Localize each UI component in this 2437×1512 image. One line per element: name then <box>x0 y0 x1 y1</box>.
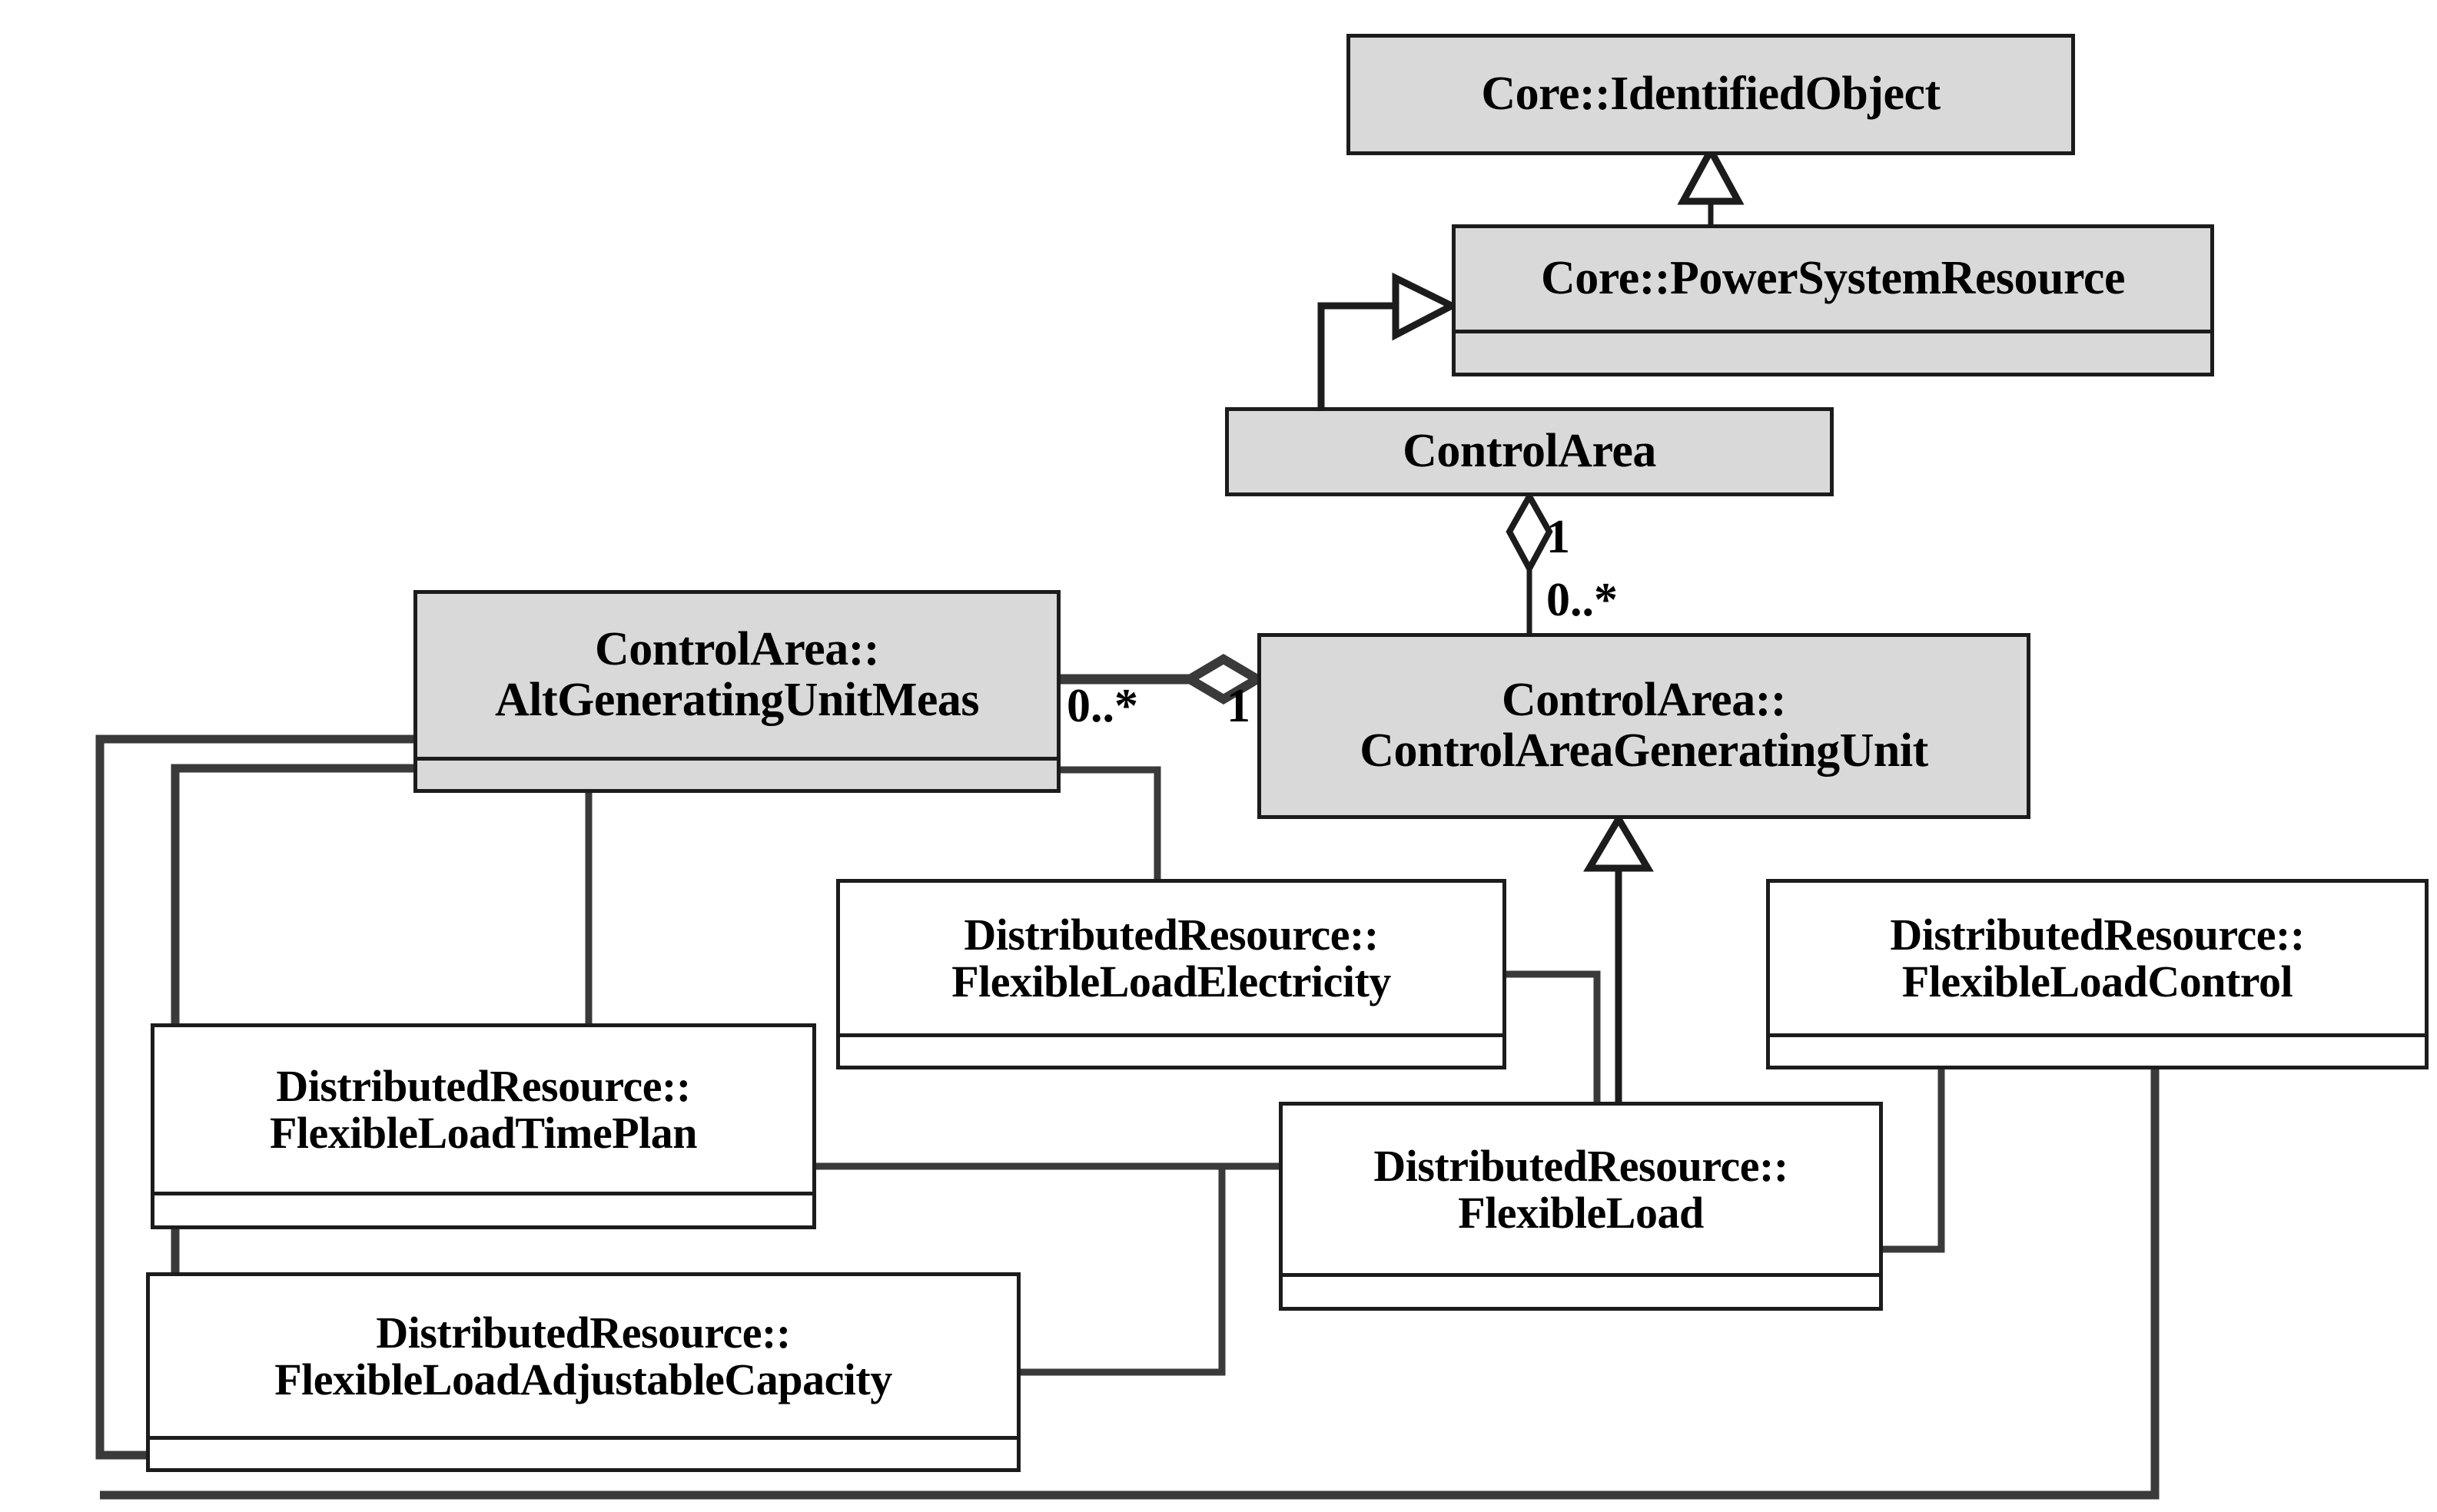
class-name-flexible-load-time-plan: DistributedResource:: FlexibleLoadTimePl… <box>154 1027 812 1225</box>
multiplicity-altmeas-to-cagu-one: 1 <box>1227 680 1250 732</box>
class-name-line: DistributedResource:: <box>376 1307 791 1358</box>
edge-psr-generalizes-identified-object <box>1677 143 1745 224</box>
class-name-flexible-load-control: DistributedResource:: FlexibleLoadContro… <box>1770 883 2425 1066</box>
class-attributes-flexible-load-adjustable-capacity <box>150 1436 1017 1468</box>
class-name-control-area-generating-unit: ControlArea:: ControlAreaGeneratingUnit <box>1261 637 2027 815</box>
class-flexible-load-control[interactable]: DistributedResource:: FlexibleLoadContro… <box>1766 879 2429 1069</box>
edge-altmeas-to-flexible-load-electricity <box>1061 766 1161 879</box>
class-name-core-identified-object: Core::IdentifiedObject <box>1350 38 2071 151</box>
class-alt-generating-unit-meas[interactable]: ControlArea:: AltGeneratingUnitMeas <box>413 590 1061 793</box>
class-name-line: DistributedResource:: <box>276 1060 691 1111</box>
class-name-line: ControlAreaGeneratingUnit <box>1360 724 1928 777</box>
edge-control-area-aggregates-cagu <box>1506 489 1553 633</box>
class-name-line: FlexibleLoadElectricity <box>951 957 1391 1006</box>
class-core-identified-object[interactable]: Core::IdentifiedObject <box>1346 34 2075 155</box>
edge-flexible-load-adjcap-to-flexible-load <box>1021 1166 1226 1376</box>
edge-cagu-aggregates-altmeas <box>1061 654 1267 705</box>
class-attributes-flexible-load-time-plan <box>154 1192 812 1225</box>
class-name-line: Core::PowerSystemResource <box>1541 252 2125 305</box>
class-name-flexible-load: DistributedResource:: FlexibleLoad <box>1283 1106 1879 1307</box>
multiplicity-control-area-to-cagu-many: 0..* <box>1546 574 1618 626</box>
class-name-line: FlexibleLoadAdjustableCapacity <box>274 1354 892 1404</box>
class-flexible-load-time-plan[interactable]: DistributedResource:: FlexibleLoadTimePl… <box>151 1023 816 1229</box>
class-name-alt-generating-unit-meas: ControlArea:: AltGeneratingUnitMeas <box>417 594 1057 789</box>
class-control-area[interactable]: ControlArea <box>1225 407 1834 496</box>
class-name-line: FlexibleLoad <box>1458 1188 1704 1238</box>
class-name-line: FlexibleLoadTimePlan <box>269 1108 698 1158</box>
class-name-line: DistributedResource:: <box>964 909 1379 960</box>
class-name-line: FlexibleLoadControl <box>1901 957 2293 1006</box>
class-flexible-load-adjustable-capacity[interactable]: DistributedResource:: FlexibleLoadAdjust… <box>146 1272 1021 1472</box>
class-flexible-load-electricity[interactable]: DistributedResource:: FlexibleLoadElectr… <box>836 879 1506 1069</box>
class-name-flexible-load-electricity: DistributedResource:: FlexibleLoadElectr… <box>840 883 1502 1066</box>
class-flexible-load[interactable]: DistributedResource:: FlexibleLoad <box>1279 1102 1883 1311</box>
class-name-line: DistributedResource:: <box>1890 909 2305 960</box>
class-name-core-power-system-resource: Core::PowerSystemResource <box>1456 228 2210 373</box>
multiplicity-control-area-to-cagu-one: 1 <box>1546 511 1570 563</box>
class-name-line: AltGeneratingUnitMeas <box>494 674 980 726</box>
class-attributes-alt-generating-unit-meas <box>417 757 1057 789</box>
edge-control-area-generalizes-psr <box>1317 272 1459 407</box>
class-control-area-generating-unit[interactable]: ControlArea:: ControlAreaGeneratingUnit <box>1257 633 2030 819</box>
class-core-power-system-resource[interactable]: Core::PowerSystemResource <box>1452 224 2214 376</box>
multiplicity-altmeas-to-cagu-many: 0..* <box>1067 680 1138 732</box>
class-attributes-flexible-load-electricity <box>840 1033 1502 1066</box>
class-attributes-flexible-load <box>1283 1273 1879 1307</box>
class-attributes-flexible-load-control <box>1770 1033 2425 1066</box>
class-name-flexible-load-adjustable-capacity: DistributedResource:: FlexibleLoadAdjust… <box>150 1276 1017 1468</box>
class-name-line: ControlArea:: <box>594 623 880 676</box>
edge-altmeas-to-flexible-load-adjcap <box>95 734 413 1460</box>
class-name-line: DistributedResource:: <box>1373 1140 1788 1191</box>
class-name-control-area: ControlArea <box>1229 411 1830 492</box>
edge-flexible-load-control-to-flexible-load <box>100 1069 2160 1500</box>
class-name-line: Core::IdentifiedObject <box>1481 68 1941 121</box>
class-name-line: ControlArea:: <box>1501 674 1787 727</box>
edge-flexible-load-generalizes-cagu <box>1583 812 1654 1102</box>
class-attributes-core-power-system-resource <box>1456 330 2210 373</box>
class-name-line: ControlArea <box>1403 425 1656 478</box>
